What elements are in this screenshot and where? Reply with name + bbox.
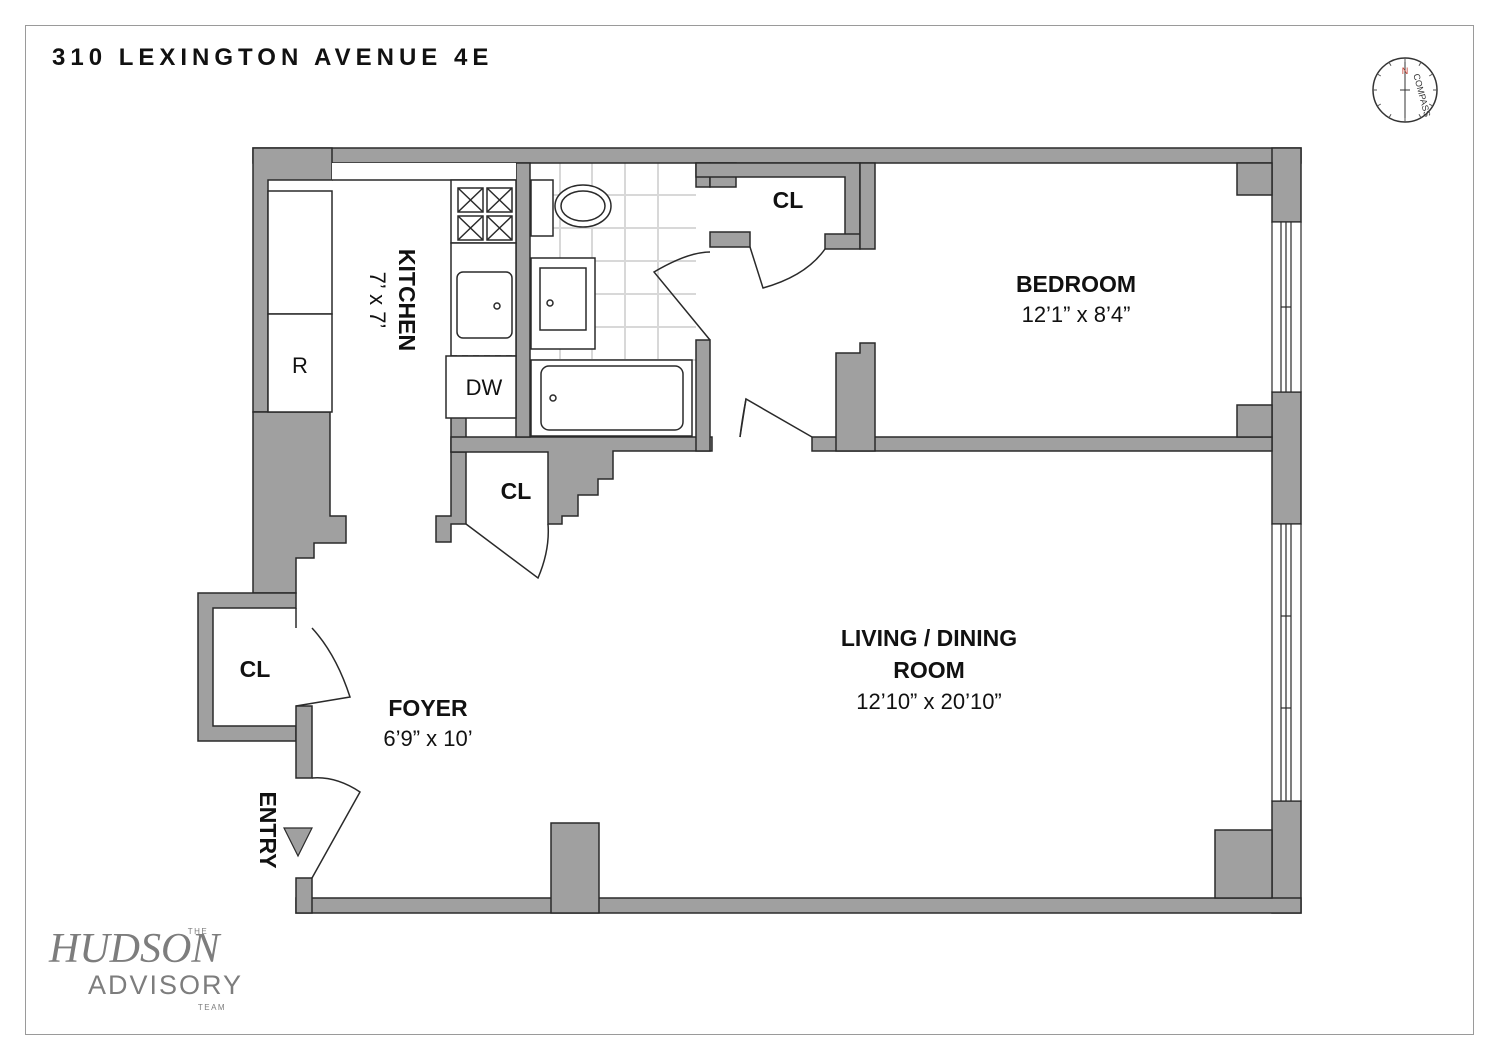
walls [197, 147, 1302, 914]
logo-team: TEAM [198, 1003, 226, 1012]
living-label-line2: ROOM [893, 657, 965, 683]
refrigerator-label: R [292, 353, 308, 378]
toilet-tank [530, 179, 554, 237]
bedroom-dims: 12’1” x 8’4” [1022, 302, 1131, 327]
windows [1271, 221, 1302, 802]
logo-advisory: ADVISORY [88, 970, 243, 1000]
living-dims: 12’10” x 20’10” [856, 689, 1002, 714]
room-labels: KITCHEN 7’ x 7’ BEDROOM 12’1” x 8’4” LIV… [240, 187, 1136, 869]
kitchen-label: KITCHEN [394, 249, 420, 351]
closet-label-foyer: CL [240, 656, 271, 682]
entry-label: ENTRY [255, 791, 281, 868]
closet-label-kitchen: CL [501, 478, 532, 504]
page-title: 310 LEXINGTON AVENUE 4E [52, 44, 494, 71]
dishwasher-label: DW [466, 375, 503, 400]
kitchen-fixtures [267, 179, 517, 419]
compass: N COMPASS [1372, 57, 1438, 123]
foyer-dims: 6’9” x 10’ [383, 726, 472, 751]
kitchen-sink [456, 271, 513, 339]
logo-the: THE [188, 927, 209, 936]
logo-hudson: HUDSON [48, 926, 221, 972]
refrigerator [267, 313, 333, 413]
hudson-advisory-logo: THE HUDSON ADVISORY TEAM [48, 926, 243, 1012]
entry-arrow-icon [283, 827, 313, 858]
doors [295, 246, 826, 879]
bedroom-label: BEDROOM [1016, 271, 1136, 297]
sheet-border [25, 25, 1474, 1035]
closet-label-upper: CL [773, 187, 804, 213]
dishwasher [445, 355, 517, 419]
compass-north: N [1402, 66, 1409, 76]
kitchen-dims: 7’ x 7’ [365, 272, 390, 329]
bathroom-fixtures [530, 179, 693, 437]
foyer-label: FOYER [388, 695, 468, 721]
living-label-line1: LIVING / DINING [841, 625, 1017, 651]
